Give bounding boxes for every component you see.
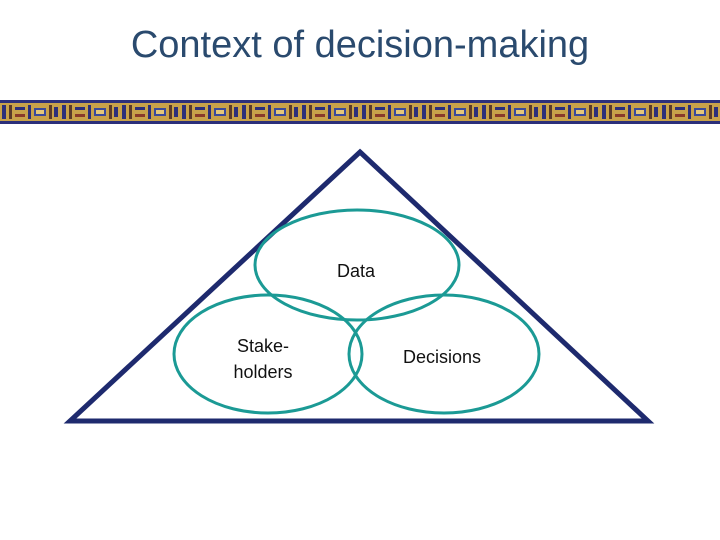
stakeholders-circle	[172, 293, 364, 415]
decorative-banner	[0, 100, 720, 124]
data-circle	[253, 208, 461, 322]
stakeholders-label-line1: Stake-	[237, 336, 289, 356]
context-triangle	[63, 148, 655, 424]
decisions-label: Decisions	[403, 347, 481, 367]
data-label: Data	[337, 261, 376, 281]
stakeholders-label-line2: holders	[233, 362, 292, 382]
slide-title: Context of decision-making	[130, 24, 590, 66]
decisions-circle	[347, 293, 541, 415]
